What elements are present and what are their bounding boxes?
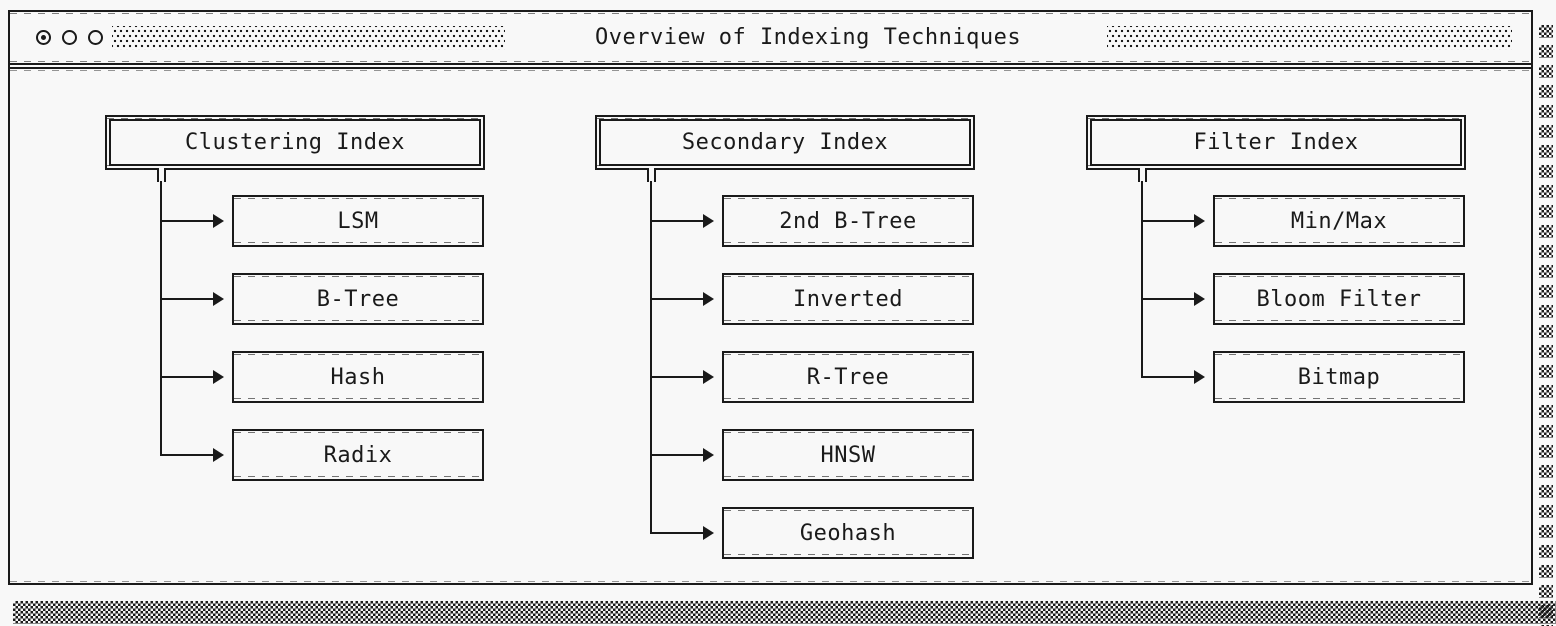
connector-arrow-line [650, 532, 703, 534]
connector-arrow-line [160, 220, 213, 222]
tree-node-box: HNSW [722, 429, 974, 481]
connector-notch [647, 168, 656, 182]
connector-arrow-line [650, 220, 703, 222]
connector-arrow-line [650, 376, 703, 378]
tree-node-box: Min/Max [1213, 195, 1465, 247]
tree-node-box: B-Tree [232, 273, 484, 325]
window-shadow-right [1539, 25, 1553, 626]
tree-node-box: 2nd B-Tree [722, 195, 974, 247]
tree-header-box: Secondary Index [595, 115, 975, 170]
tree-node-box: Bloom Filter [1213, 273, 1465, 325]
connector-arrow-line [160, 376, 213, 378]
window-titlebar: Overview of Indexing Techniques [10, 12, 1531, 65]
connector-arrow-line [1141, 220, 1194, 222]
connector-arrow-line [650, 298, 703, 300]
arrowhead-icon [703, 526, 714, 540]
tree-header-box: Clustering Index [105, 115, 485, 170]
connector-trunk [650, 181, 652, 534]
tree-node-box: Hash [232, 351, 484, 403]
connector-trunk [1141, 181, 1143, 378]
arrowhead-icon [213, 448, 224, 462]
arrowhead-icon [213, 292, 224, 306]
tree-header-box: Filter Index [1086, 115, 1466, 170]
arrowhead-icon [703, 370, 714, 384]
arrowhead-icon [703, 214, 714, 228]
connector-notch [1138, 168, 1147, 182]
tree-node-box: Inverted [722, 273, 974, 325]
window: Overview of Indexing Techniques Clusteri… [8, 10, 1533, 585]
titlebar-button-3[interactable] [88, 30, 103, 45]
connector-arrow-line [160, 298, 213, 300]
tree-node-box: LSM [232, 195, 484, 247]
connector-trunk [160, 181, 162, 456]
tree-node-box: Geohash [722, 507, 974, 559]
connector-notch [157, 168, 166, 182]
arrowhead-icon [1194, 214, 1205, 228]
connector-arrow-line [650, 454, 703, 456]
arrowhead-icon [703, 292, 714, 306]
arrowhead-icon [213, 370, 224, 384]
arrowhead-icon [1194, 370, 1205, 384]
arrowhead-icon [1194, 292, 1205, 306]
connector-arrow-line [1141, 298, 1194, 300]
tree-node-box: Radix [232, 429, 484, 481]
titlebar-hatch-pattern-left [112, 26, 505, 50]
window-title: Overview of Indexing Techniques [595, 25, 1022, 50]
titlebar-button-1[interactable] [36, 30, 51, 45]
titlebar-button-2[interactable] [62, 30, 77, 45]
arrowhead-icon [213, 214, 224, 228]
window-shadow-bottom [13, 601, 1556, 624]
tree-node-box: Bitmap [1213, 351, 1465, 403]
titlebar-controls [36, 12, 103, 63]
tree-node-box: R-Tree [722, 351, 974, 403]
arrowhead-icon [703, 448, 714, 462]
connector-arrow-line [160, 454, 213, 456]
connector-arrow-line [1141, 376, 1194, 378]
titlebar-hatch-pattern-right [1107, 26, 1512, 50]
